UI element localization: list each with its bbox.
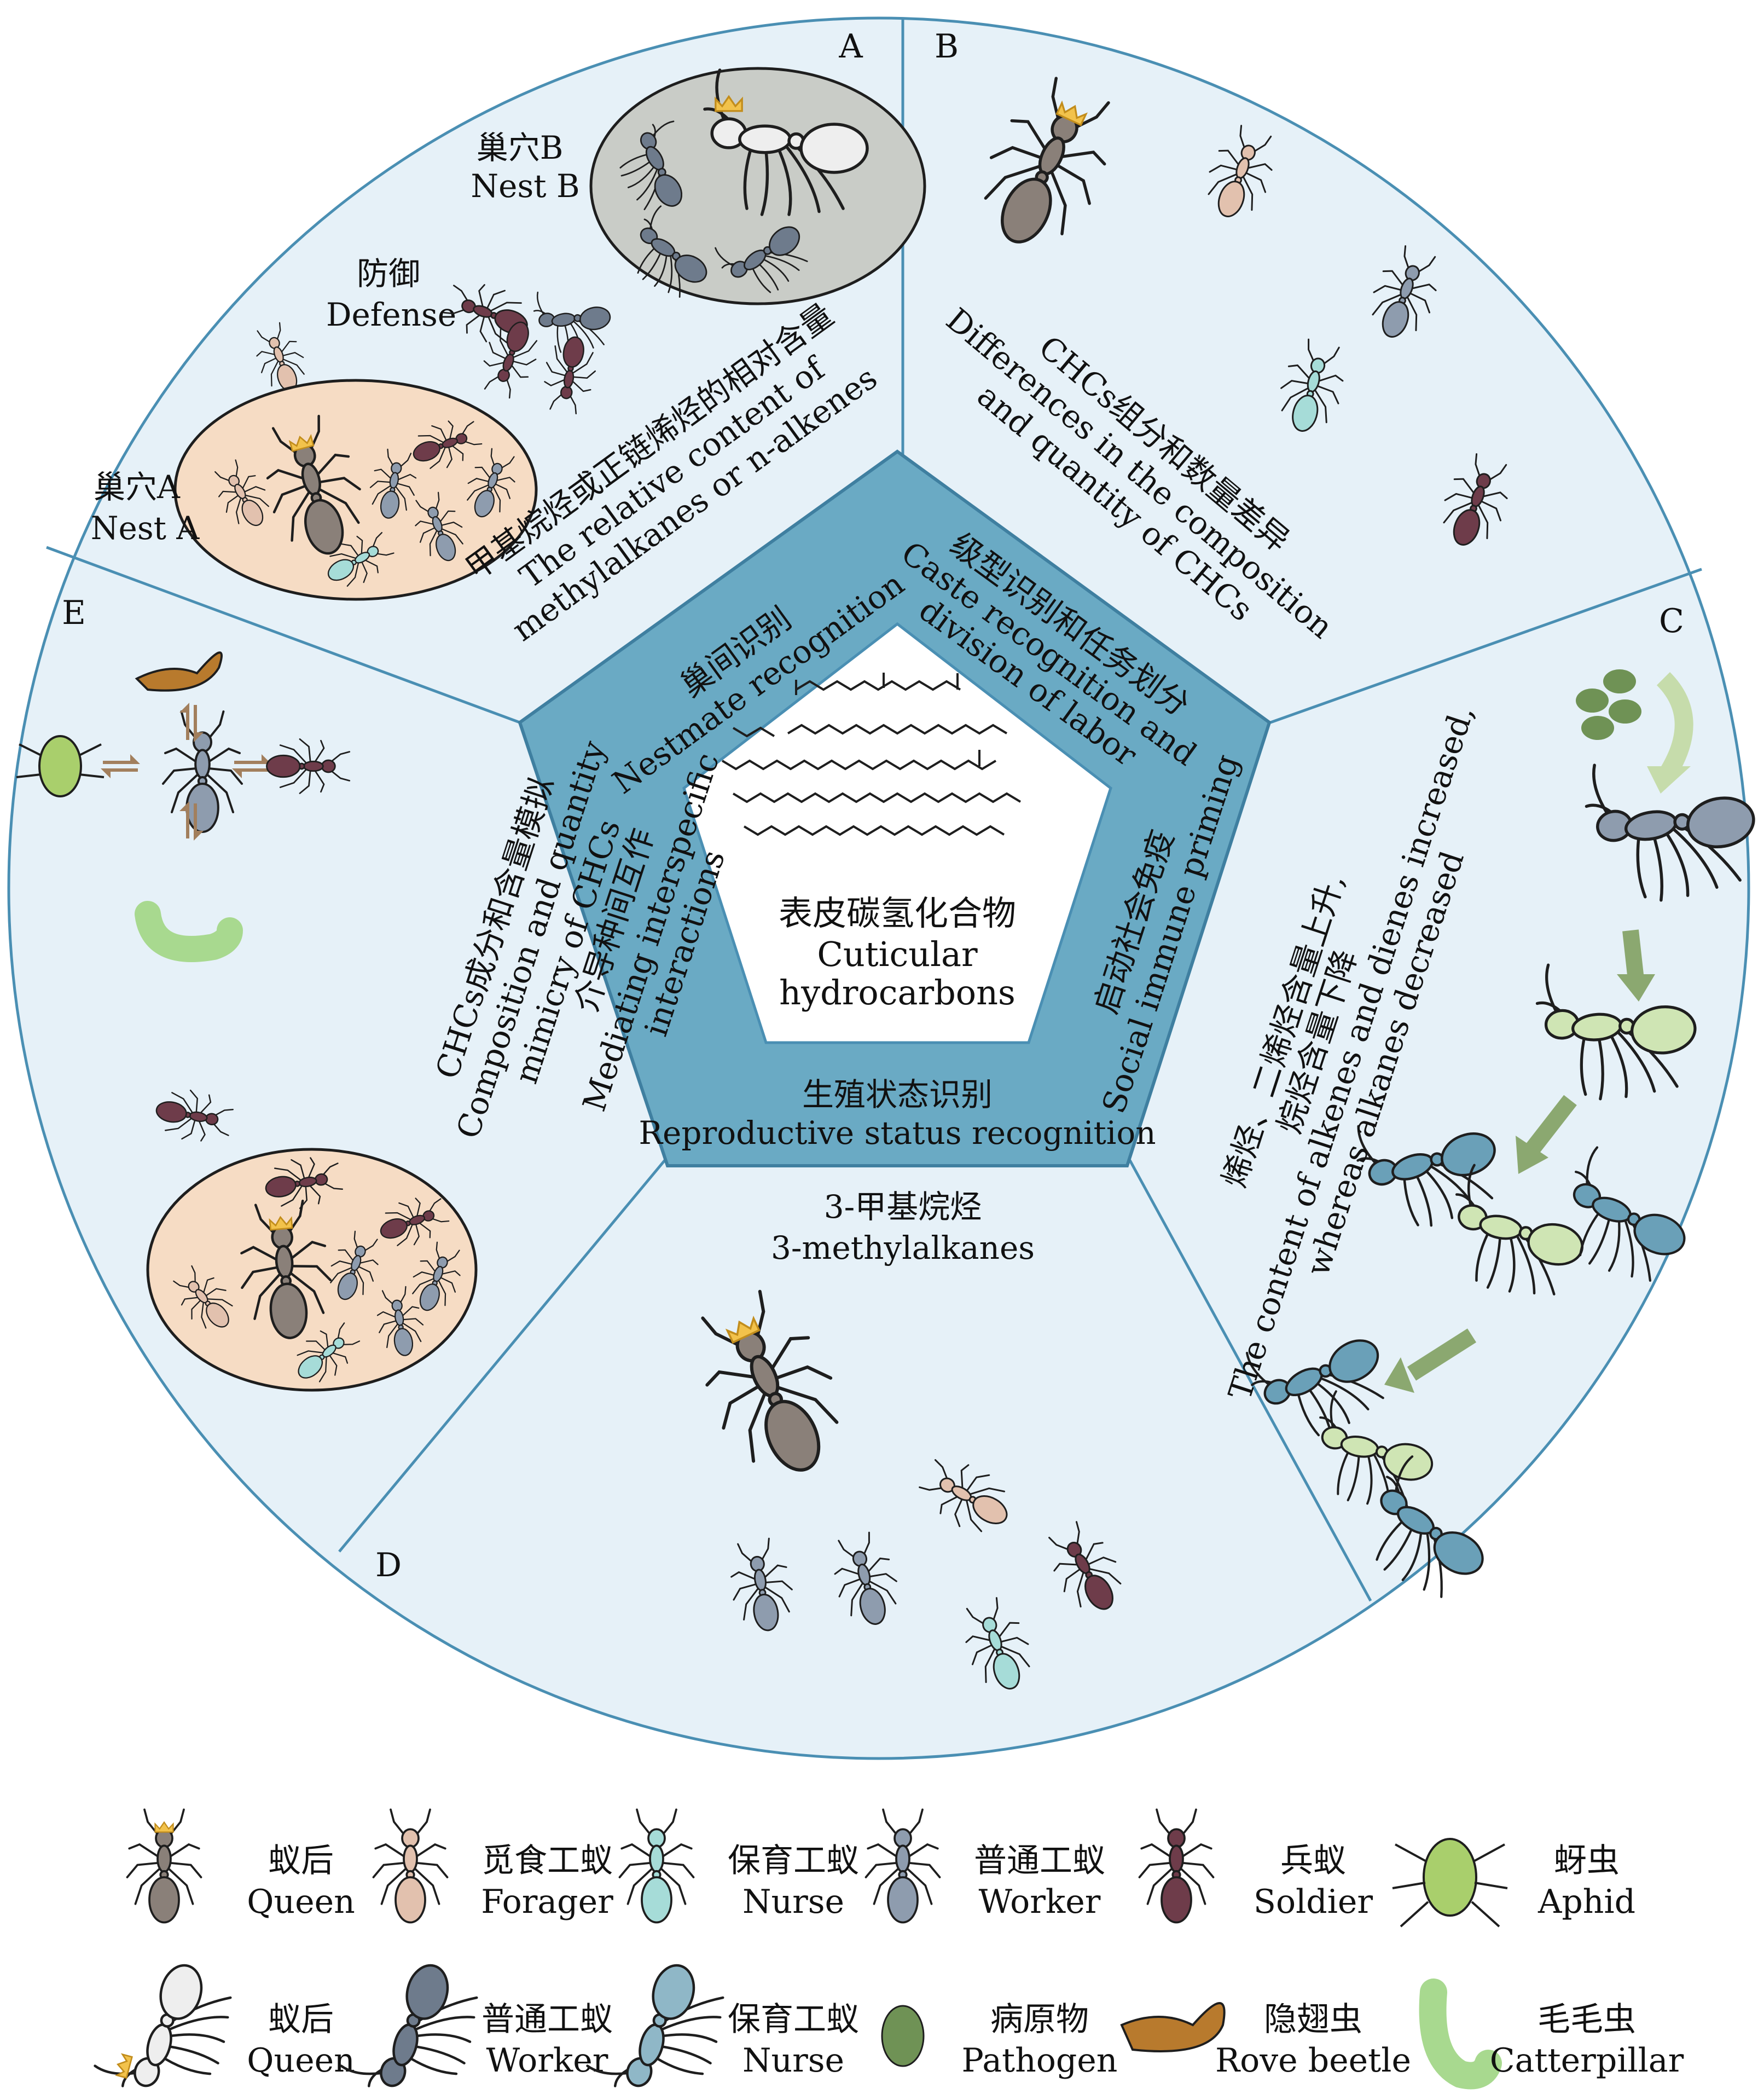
legend-label-zh: 蚁后 [268, 2000, 334, 2039]
legend-label-en: Worker [486, 2041, 608, 2080]
legend-label-en: Aphid [1537, 1883, 1635, 1921]
center-pentagon: 表皮碳氢化合物 Cuticular hydrocarbons 巢间识别 Nest… [518, 449, 1272, 1167]
legend: 蚁后Queen觅食工蚁Forager保育工蚁Nurse普通工蚁Worker兵蚁S… [92, 1808, 1684, 2100]
caterpillar-icon [135, 901, 243, 962]
aphid-icon [16, 735, 105, 797]
legend-label-zh: 保育工蚁 [728, 2000, 859, 2039]
panel-d: D 3-甲基烷烃 3-methylalkanes [375, 1188, 1135, 1699]
molecule-structures [721, 673, 1022, 836]
divider-ea [46, 546, 520, 724]
center-title-zh: 表皮碳氢化合物 [779, 893, 1016, 933]
panel-letter-e: E [62, 594, 86, 632]
arrow-down-icon [1622, 929, 1644, 981]
legend-label-en: Queen [247, 2041, 355, 2080]
legend-label-en: Queen [247, 1883, 355, 1921]
pathogen-icon [1603, 669, 1636, 693]
worker-ant-icon [865, 1808, 941, 1924]
nest-a-label-en: Nest A [91, 510, 200, 547]
legend-label-en: Soldier [1254, 1883, 1373, 1921]
aphid-icon [1392, 1838, 1508, 1928]
arrow-head-icon [1617, 974, 1655, 1002]
caterpillar-icon [1419, 1978, 1502, 2090]
panel-letter-d: D [375, 1546, 402, 1584]
defense-label-en: Defense [326, 296, 456, 333]
pathogen-icon [1576, 689, 1609, 713]
nest-b-label-en: Nest B [471, 167, 579, 205]
legend-label-zh: 病原物 [990, 2000, 1089, 2039]
arrow-right-icon [1656, 672, 1693, 777]
rove-beetle-icon [135, 651, 223, 692]
pathogen-cluster [1576, 669, 1641, 740]
legend-label-zh: 隐翅虫 [1264, 2000, 1362, 2039]
pathogen-icon [1609, 699, 1641, 724]
center-title-en-1: Cuticular [817, 934, 978, 974]
legend-label-en: Worker [979, 1883, 1101, 1921]
nest-b [589, 67, 926, 305]
arrow-head-icon [1647, 766, 1691, 794]
reproductive-label-en: Reproductive status recognition [639, 1114, 1156, 1152]
legend-label-en: Rove beetle [1215, 2041, 1411, 2080]
center-title-en-2: hydrocarbons [779, 973, 1016, 1013]
pathogen-icon [881, 2005, 925, 2067]
legend-label-zh: 觅食工蚁 [481, 1842, 613, 1880]
arrow-down-icon [1525, 1095, 1577, 1155]
nurse-ant-icon [618, 1808, 695, 1924]
divider-de [338, 1159, 666, 1553]
divider-cd [1128, 1159, 1372, 1602]
legend-label-en: Nurse [742, 2041, 844, 2080]
ant-nest [146, 1148, 478, 1392]
legend-label-zh: 蚁后 [268, 1842, 334, 1880]
legend-label-zh: 兵蚁 [1280, 1842, 1346, 1880]
panel-d-desc-en: 3-methylalkanes [771, 1229, 1035, 1266]
legend-label-zh: 毛毛虫 [1537, 2000, 1636, 2039]
worker-ant-detailed-icon [338, 1949, 487, 2100]
arrow-down-icon [1407, 1328, 1477, 1381]
legend-label-zh: 保育工蚁 [728, 1842, 859, 1880]
pathogen-icon [1581, 716, 1614, 740]
defense-label-zh: 防御 [357, 255, 420, 292]
panel-letter-b: B [935, 27, 959, 66]
legend-label-en: Forager [481, 1883, 613, 1921]
divider-bc [1270, 568, 1702, 724]
legend-label-zh: 普通工蚁 [481, 2000, 613, 2039]
legend-label-en: Nurse [742, 1883, 844, 1921]
queen-ant-icon [126, 1808, 202, 1924]
legend-label-en: Catterpillar [1490, 2041, 1684, 2080]
queen-ant-detailed-icon [92, 1949, 241, 2100]
panel-letter-a: A [838, 27, 863, 66]
panel-d-desc-zh: 3-甲基烷烃 [824, 1188, 982, 1225]
legend-label-zh: 蚜虫 [1554, 1842, 1620, 1880]
legend-label-zh: 普通工蚁 [974, 1842, 1105, 1880]
arrow-head-icon [1384, 1357, 1414, 1393]
reproductive-label-zh: 生殖状态识别 [802, 1076, 993, 1113]
rove-beetle-icon [1120, 2002, 1226, 2052]
nest-a-label-zh: 巢穴A [94, 468, 181, 506]
nest-b-label-zh: 巢穴B [477, 129, 564, 166]
soldier-ant-icon [1138, 1808, 1215, 1924]
forager-ant-icon [372, 1808, 449, 1924]
arrow-head-icon [1516, 1136, 1548, 1174]
legend-label-en: Pathogen [962, 2041, 1118, 2080]
panel-letter-c: C [1659, 602, 1684, 640]
